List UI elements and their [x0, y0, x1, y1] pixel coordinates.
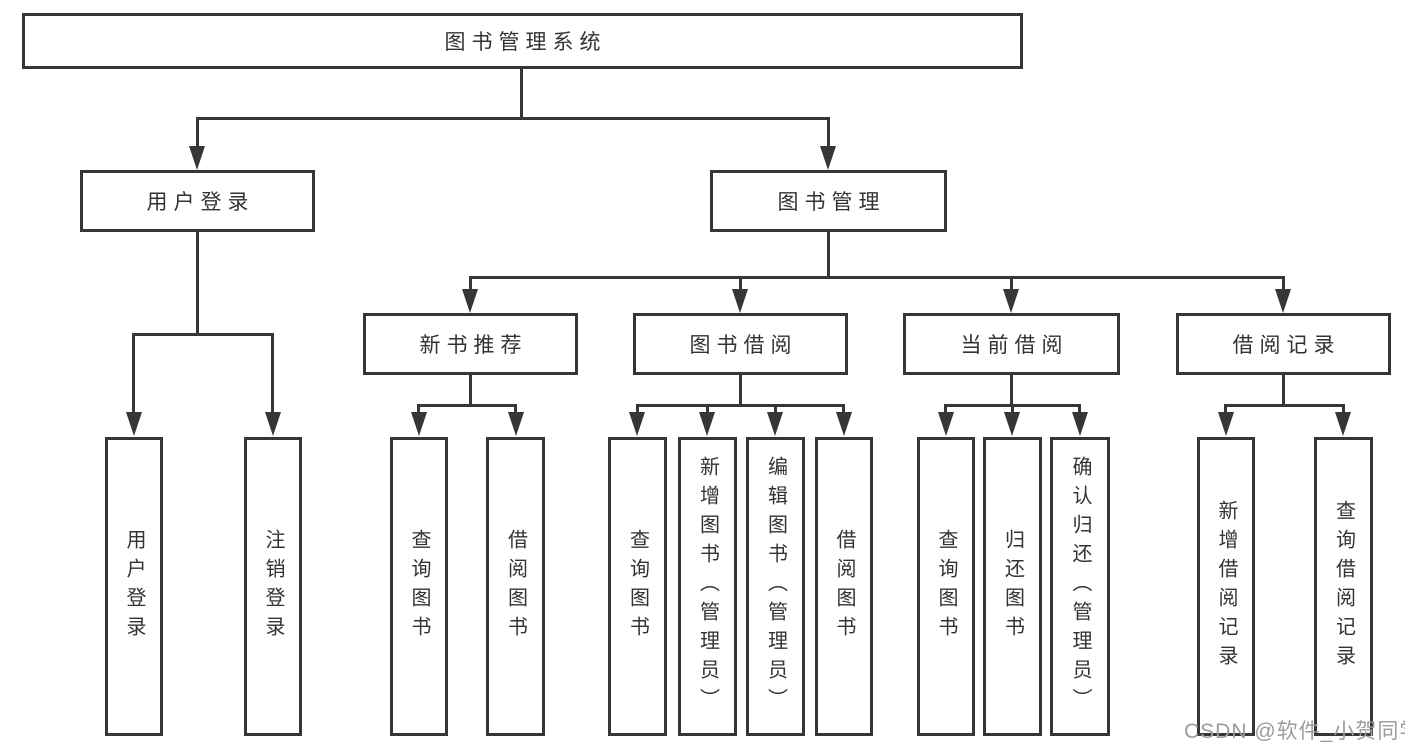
- connector-root-stem: [520, 69, 523, 119]
- leaf-current-query-books: 查询图书: [917, 437, 975, 736]
- connector-l3d-drop: [1282, 276, 1285, 293]
- connector-g4c-drop: [1078, 404, 1081, 417]
- arrowhead-book-mgmt: [820, 146, 836, 170]
- connector-g2b-drop: [514, 404, 517, 417]
- connector-book-mgmt-drop: [827, 117, 830, 151]
- node-new-book-recommendation: 新书推荐: [363, 313, 578, 375]
- connector-g5a-drop: [1224, 404, 1227, 417]
- csdn-watermark: CSDN @软件_小贺同学: [1184, 720, 1405, 743]
- arrowhead-g4-query-books: [938, 412, 954, 436]
- connector-user-login-drop: [196, 117, 199, 151]
- leaf-borrow-books: 借阅图书: [815, 437, 873, 736]
- node-current-borrowing: 当前借阅: [903, 313, 1120, 375]
- leaf-user-login: 用户登录: [105, 437, 163, 736]
- arrowhead-current-borrowing: [1003, 289, 1019, 313]
- connector-login-bar: [132, 333, 274, 336]
- arrowhead-borrowing-records: [1275, 289, 1291, 313]
- arrowhead-g2-borrow-books: [508, 412, 524, 436]
- leaf-query-borrow-record: 查询借阅记录: [1314, 437, 1373, 736]
- connector-mgmt-bar: [469, 276, 1285, 279]
- arrowhead-book-borrowing: [732, 289, 748, 313]
- arrowhead-g2-query-books: [411, 412, 427, 436]
- arrowhead-new-book-recommendation: [462, 289, 478, 313]
- connector-g4a-drop: [944, 404, 947, 417]
- arrowhead-g5-query-record: [1335, 412, 1351, 436]
- node-book-borrowing: 图书借阅: [633, 313, 848, 375]
- arrowhead-leaf-logout: [265, 412, 281, 436]
- connector-l3c-drop: [1010, 276, 1013, 293]
- leaf-recommend-query-books: 查询图书: [390, 437, 448, 736]
- connector-g3d-drop: [842, 404, 845, 417]
- connector-g2-stem: [469, 375, 472, 406]
- connector-g5b-drop: [1342, 404, 1345, 417]
- connector-login-leaf1-drop: [132, 333, 135, 417]
- connector-g2-bar: [417, 404, 517, 407]
- connector-g4b-drop: [1011, 404, 1014, 417]
- arrowhead-user-login: [189, 146, 205, 170]
- arrowhead-g3-borrow-books: [836, 412, 852, 436]
- node-root-library-system: 图书管理系统: [22, 13, 1023, 69]
- arrowhead-g3-add-books: [699, 412, 715, 436]
- leaf-add-books-admin: 新增图书（管理员）: [678, 437, 737, 736]
- connector-g5-stem: [1282, 375, 1285, 406]
- connector-g3b-drop: [706, 404, 709, 417]
- leaf-add-borrow-record: 新增借阅记录: [1197, 437, 1255, 736]
- connector-l3a-drop: [469, 276, 472, 293]
- connector-root-bar: [196, 117, 830, 120]
- connector-mgmt-stem: [827, 232, 830, 279]
- arrowhead-leaf-user-login: [126, 412, 142, 436]
- arrowhead-g3-query-books: [629, 412, 645, 436]
- leaf-confirm-return-admin: 确认归还（管理员）: [1050, 437, 1110, 736]
- leaf-logout: 注销登录: [244, 437, 302, 736]
- arrowhead-g4-return-books: [1004, 412, 1020, 436]
- leaf-borrow-query-books: 查询图书: [608, 437, 667, 736]
- node-borrowing-records: 借阅记录: [1176, 313, 1391, 375]
- connector-l3b-drop: [739, 276, 742, 293]
- connector-g5-bar: [1224, 404, 1345, 407]
- leaf-recommend-borrow-books: 借阅图书: [486, 437, 545, 736]
- arrowhead-g5-add-record: [1218, 412, 1234, 436]
- connector-g3-stem: [739, 375, 742, 406]
- connector-g3-bar: [636, 404, 845, 407]
- connector-g2a-drop: [417, 404, 420, 417]
- leaf-edit-books-admin: 编辑图书（管理员）: [746, 437, 805, 736]
- node-book-management: 图书管理: [710, 170, 947, 232]
- connector-g3c-drop: [774, 404, 777, 417]
- leaf-return-books: 归还图书: [983, 437, 1042, 736]
- arrowhead-g4-confirm-return: [1072, 412, 1088, 436]
- connector-g3a-drop: [636, 404, 639, 417]
- node-user-login: 用户登录: [80, 170, 315, 232]
- connector-g4-stem: [1010, 375, 1013, 406]
- connector-login-stem: [196, 232, 199, 335]
- connector-login-leaf2-drop: [271, 333, 274, 417]
- arrowhead-g3-edit-books: [767, 412, 783, 436]
